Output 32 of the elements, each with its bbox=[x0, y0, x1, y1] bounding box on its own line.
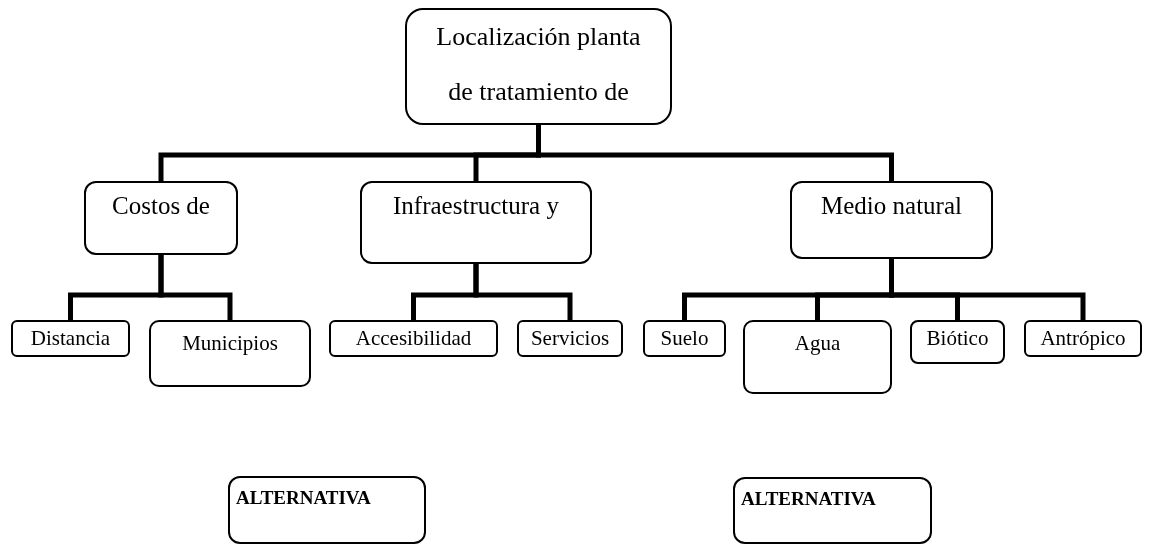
box-label: Accesibilidad bbox=[355, 325, 472, 352]
rounded-box bbox=[790, 181, 993, 259]
rounded-box bbox=[149, 320, 311, 387]
box-label: Agua bbox=[794, 330, 841, 357]
box-label: Antrópico bbox=[1040, 325, 1126, 352]
rounded-box bbox=[517, 320, 623, 357]
box-label: Localización planta de tratamiento de bbox=[435, 21, 642, 108]
connector-line bbox=[536, 125, 894, 181]
box-label: ALTERNATIVA bbox=[236, 486, 371, 510]
rounded-box bbox=[405, 8, 672, 125]
rounded-box bbox=[84, 181, 238, 255]
rounded-box bbox=[743, 320, 892, 394]
box-label: Biótico bbox=[926, 325, 989, 352]
connector-line bbox=[473, 264, 573, 320]
connector-line bbox=[889, 259, 1086, 320]
connector-line bbox=[158, 255, 233, 320]
rounded-box bbox=[1024, 320, 1142, 357]
box-label: Medio natural bbox=[821, 191, 962, 221]
rounded-box bbox=[643, 320, 726, 357]
rounded-box bbox=[733, 477, 932, 544]
rounded-box bbox=[228, 476, 426, 544]
box-label: Suelo bbox=[660, 325, 709, 352]
box-label: Servicios bbox=[530, 325, 610, 352]
box-label: ALTERNATIVA bbox=[741, 487, 876, 511]
box-label: Infraestructura y bbox=[393, 191, 559, 221]
rounded-box bbox=[11, 320, 130, 357]
box-label: Costos de bbox=[112, 191, 210, 221]
box-label: Distancia bbox=[30, 325, 111, 352]
rounded-box bbox=[910, 320, 1005, 364]
box-label: Municipios bbox=[182, 330, 278, 357]
rounded-box bbox=[329, 320, 498, 357]
rounded-box bbox=[360, 181, 592, 264]
